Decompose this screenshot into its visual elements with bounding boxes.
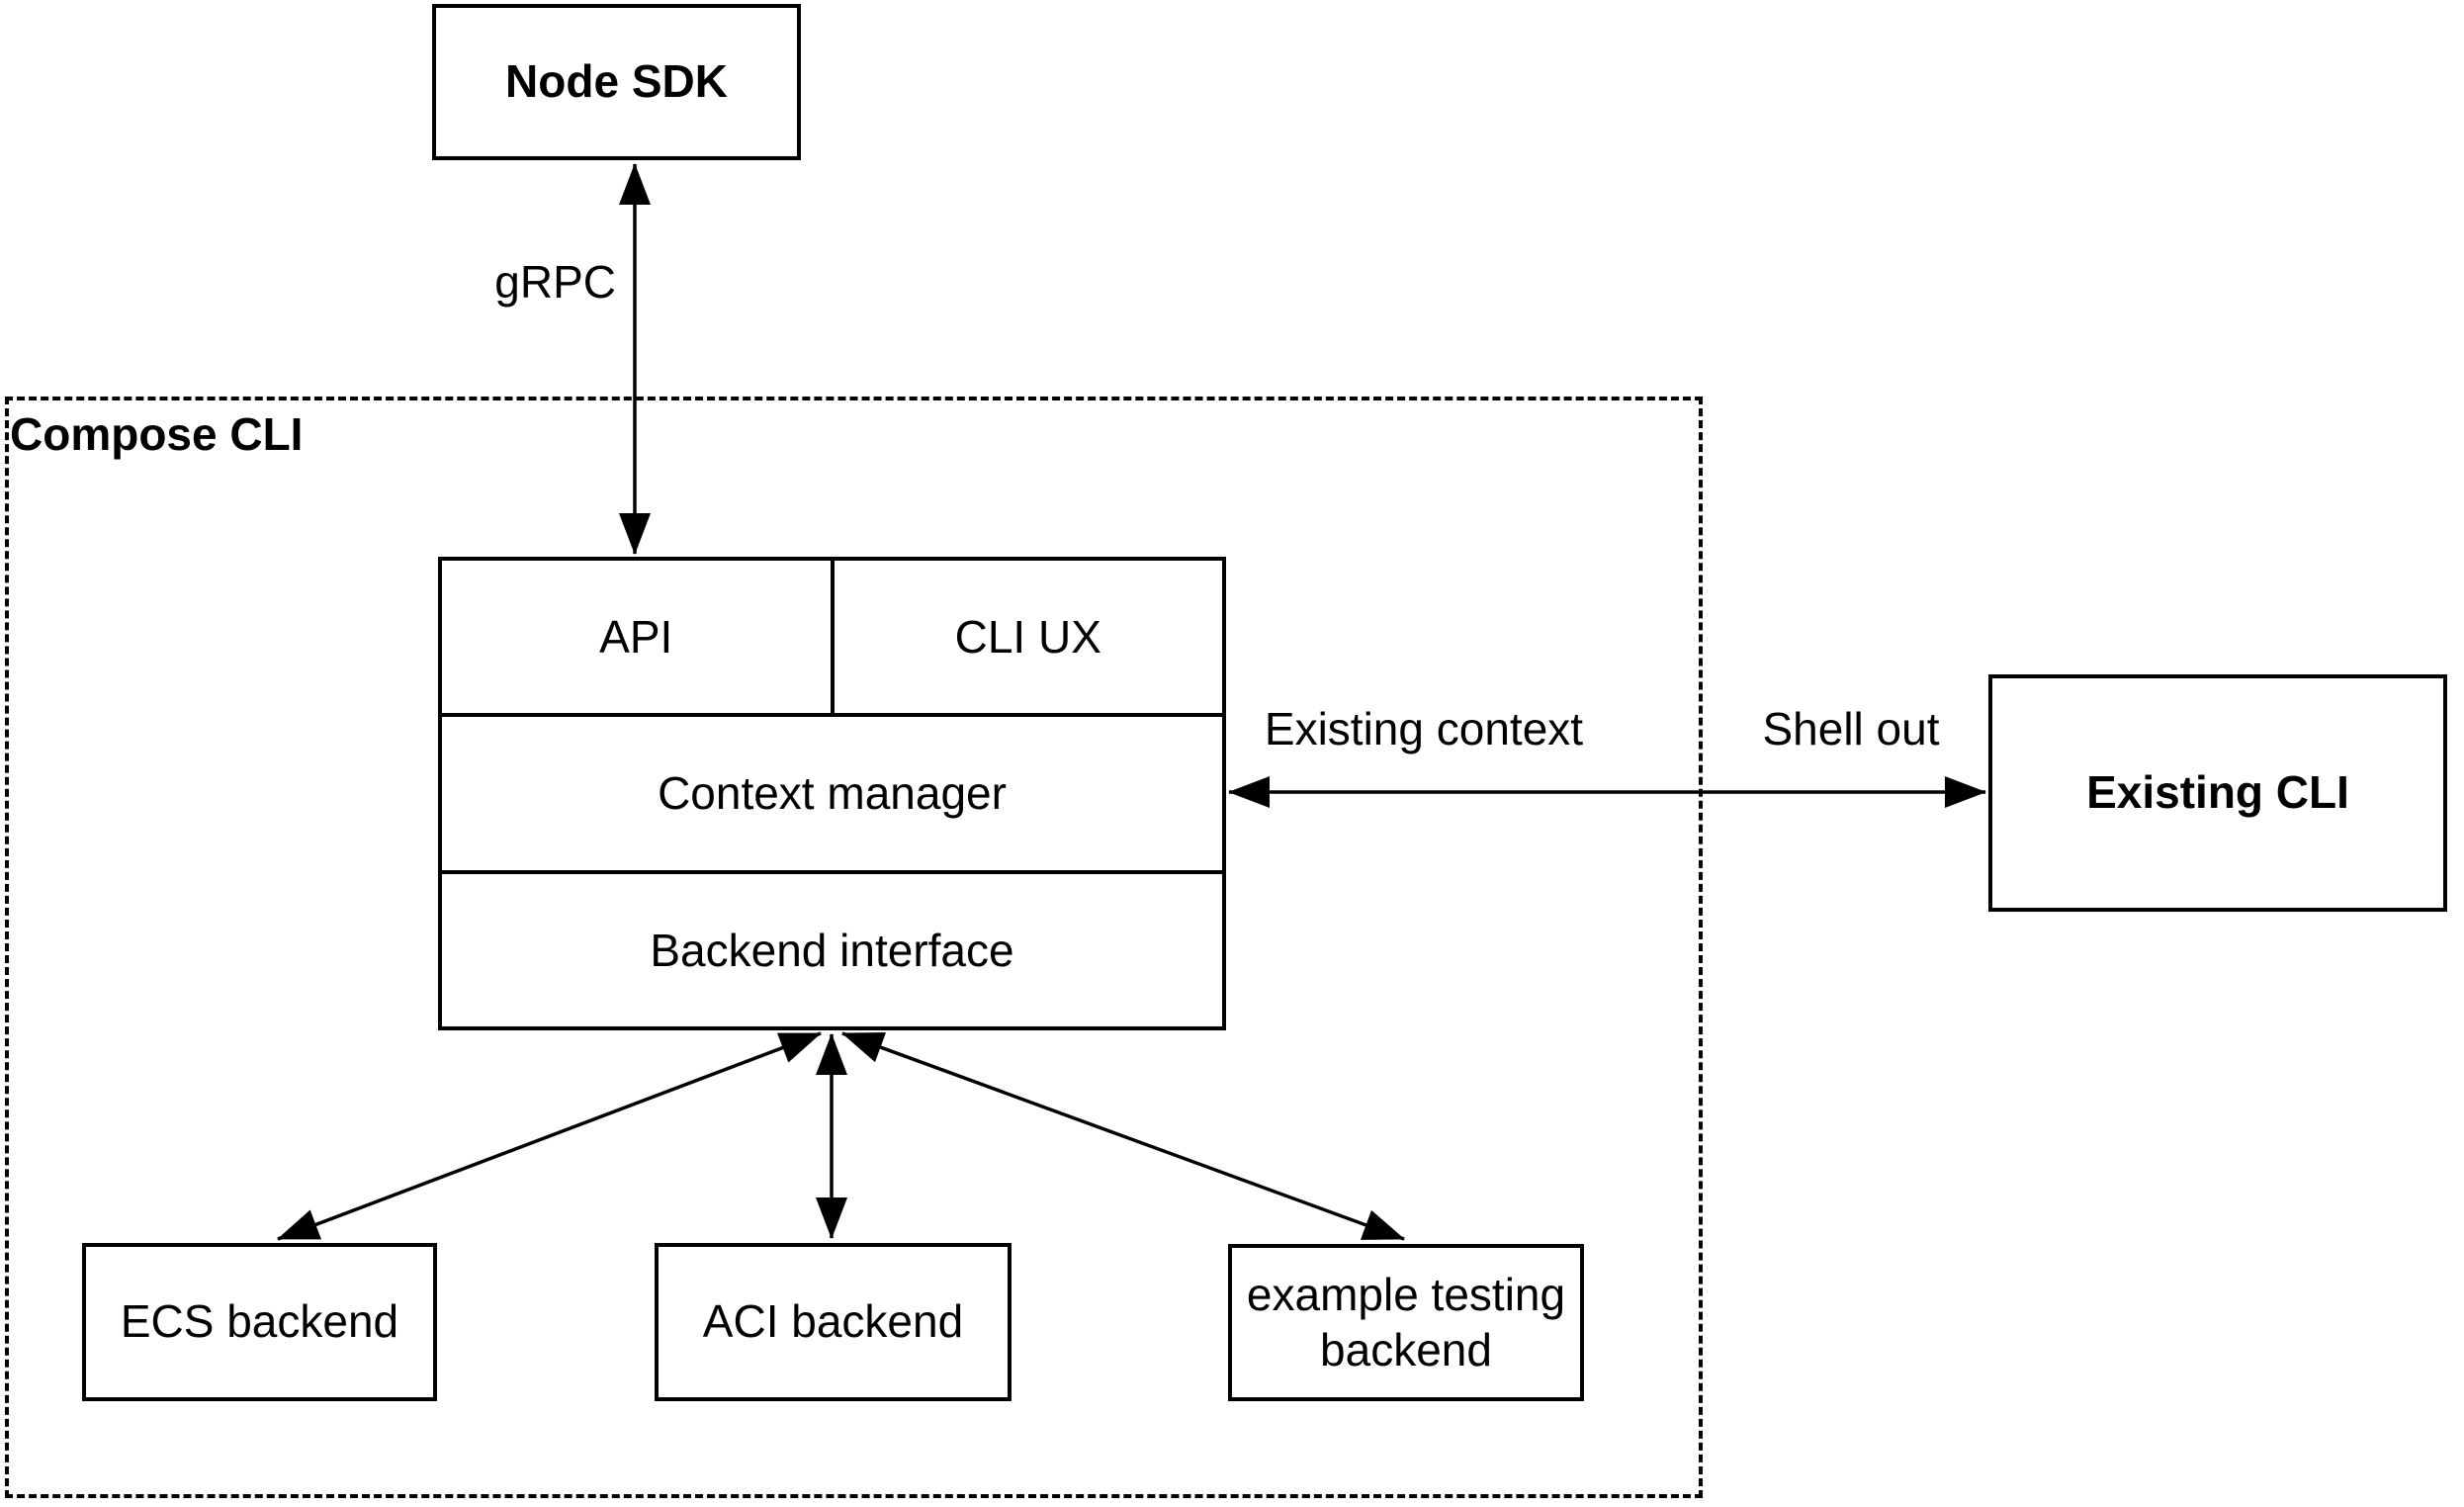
backend-interface-label: Backend interface <box>650 924 1014 976</box>
example-testing-backend-box: example testing backend <box>1228 1244 1584 1401</box>
node-sdk-box: Node SDK <box>432 4 801 160</box>
compose-cli-container <box>5 397 1703 1498</box>
cli-ux-box: CLI UX <box>830 561 1223 714</box>
api-box: API <box>442 561 831 713</box>
compose-cli-stack: API CLI UX Context manager Backend inter… <box>438 557 1226 1030</box>
shell-out-edge-label: Shell out <box>1762 703 1940 754</box>
api-label: API <box>599 611 673 664</box>
edge-backend-to-example <box>841 1031 1405 1241</box>
edge-backend-to-ecs <box>277 1031 822 1241</box>
grpc-edge-label: gRPC <box>494 256 616 308</box>
existing-cli-box: Existing CLI <box>1988 674 2447 912</box>
cli-ux-label: CLI UX <box>954 611 1101 664</box>
example-testing-backend-label: example testing backend <box>1246 1269 1566 1375</box>
ecs-backend-label: ECS backend <box>120 1295 399 1348</box>
compose-cli-label: Compose CLI <box>10 408 304 460</box>
existing-context-edge-label: Existing context <box>1264 703 1584 754</box>
backend-interface-box: Backend interface <box>442 869 1222 1026</box>
context-manager-box: Context manager <box>442 713 1222 869</box>
node-sdk-label: Node SDK <box>505 55 728 108</box>
aci-backend-label: ACI backend <box>702 1295 964 1348</box>
aci-backend-box: ACI backend <box>655 1243 1012 1401</box>
existing-cli-label: Existing CLI <box>2086 766 2349 819</box>
context-manager-label: Context manager <box>658 767 1007 820</box>
stack-top-row: API CLI UX <box>442 561 1223 714</box>
ecs-backend-box: ECS backend <box>82 1243 437 1401</box>
